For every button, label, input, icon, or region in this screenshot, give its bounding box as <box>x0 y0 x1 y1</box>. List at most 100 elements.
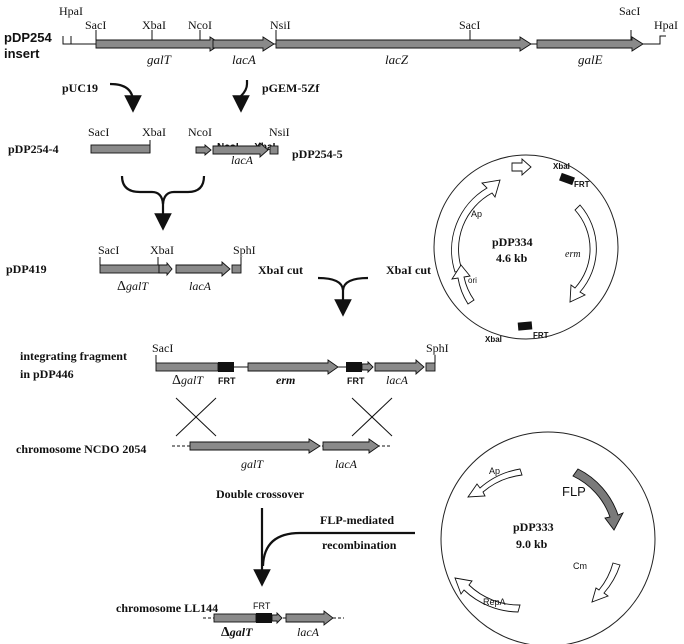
site-hpai-left: HpaI <box>59 4 83 18</box>
pdp254-5-fragment: NcoI NcoI → XbaI NsiI lacA pDP254-5 <box>188 125 343 167</box>
pdp333-flp-label: FLP <box>562 484 586 499</box>
delta-symbol-ll144: Δ <box>221 625 230 640</box>
gene-label-galT-ncdo: galT <box>241 457 264 471</box>
pdp334-frt-box-bottom <box>517 321 533 331</box>
pgem-arrow <box>232 80 250 113</box>
site-saci-3: SacI <box>619 4 640 18</box>
pdp334-circle <box>433 154 619 340</box>
integrating-delta-galT <box>155 362 219 372</box>
pdp254-5-label: pDP254-5 <box>292 147 343 161</box>
pdp334-frt-top: FRT <box>574 180 590 189</box>
insert-label-line2: insert <box>4 46 40 61</box>
gene-label-delta-galT-419: ΔgalT <box>117 279 149 294</box>
pdp334-ori-label: ori <box>468 276 477 285</box>
pdp419-label: pDP419 <box>6 262 47 276</box>
integrating-erm-label: erm <box>276 373 295 387</box>
pdp419-lacA-arrow <box>175 261 231 277</box>
pdp334-xbai-bottom: XbaI <box>485 335 502 344</box>
pdp254-5-small-arrow <box>195 144 212 156</box>
flp-arrow-333 <box>572 468 624 531</box>
ap-arrow-334 <box>451 179 501 273</box>
site-saci-419: SacI <box>98 243 119 257</box>
galT-arrow <box>95 36 222 52</box>
pdp334-xbai-top: XbaI <box>553 162 570 171</box>
ligation-brace <box>120 175 206 205</box>
xbai-cut-right: XbaI cut <box>386 263 431 277</box>
gene-label-lacA-ncdo: lacA <box>335 457 358 471</box>
double-crossover-label: Double crossover <box>216 487 305 501</box>
pdp419-small-arrow <box>158 261 173 277</box>
chromosome-ll144-label: chromosome LL144 <box>116 601 218 615</box>
ll144-lacA-arrow <box>285 610 334 626</box>
integrating-lacA-arrow <box>374 359 425 375</box>
insert-label-line1: pDP254 <box>4 30 52 45</box>
pdp333-plasmid: pDP333 9.0 kb Ap FLP Cm RepA <box>440 431 656 644</box>
integrating-frt-label-2: FRT <box>347 376 365 386</box>
integrating-label-line1: integrating fragment <box>20 349 127 363</box>
integrating-label-line2: in pDP446 <box>20 367 74 381</box>
site-xbai-4: XbaI <box>142 125 166 139</box>
subcloning-step: pUC19 pGEM-5Zf <box>62 80 320 113</box>
pdp254-5-lacA-arrow <box>212 142 269 158</box>
pdp254-5-end-box <box>269 145 279 155</box>
pdp419-delta-galT <box>99 264 160 274</box>
pdp254-insert-map: pDP254 insert HpaI SacI XbaI NcoI NsiI S… <box>4 4 678 67</box>
chromosome-ncdo-lacA <box>322 438 380 454</box>
pgem-label: pGEM-5Zf <box>262 81 320 95</box>
ll144-frt <box>256 613 272 623</box>
pdp333-repA-label: RepA <box>483 597 506 607</box>
chromosome-ll144: chromosome LL144 FRT ΔgalT lacA <box>116 601 344 640</box>
site-hpai-right: HpaI <box>654 18 678 32</box>
pdp334-frt-bottom: FRT <box>533 331 549 340</box>
pdp419-end-box <box>231 264 242 274</box>
gene-label-lacA-1: lacA <box>232 52 256 67</box>
site-ncoi-5: NcoI <box>188 125 212 139</box>
galE-arrow <box>536 36 644 52</box>
pdp254-4-label: pDP254-4 <box>8 142 59 156</box>
site-ncoi-1: NcoI <box>188 18 212 32</box>
lacZ-arrow <box>275 36 532 52</box>
galT-text-ll144: galT <box>229 625 253 639</box>
pdp333-size: 9.0 kb <box>516 537 548 551</box>
gene-label-lacA-5: lacA <box>231 153 254 167</box>
lacA-arrow <box>212 36 275 52</box>
pdp334-name: pDP334 <box>492 235 533 249</box>
gene-label-lacA-419: lacA <box>189 279 212 293</box>
gene-label-delta-galT-ll144: ΔgalT <box>221 625 253 640</box>
site-saci-1: SacI <box>85 18 106 32</box>
pdp334-size: 4.6 kb <box>496 251 528 265</box>
ll144-delta-galT <box>213 613 257 623</box>
galT-text: galT <box>126 279 149 293</box>
pdp334-top-arrow <box>511 157 532 177</box>
crossover-marks <box>175 397 393 437</box>
ori-arrow-334 <box>451 264 475 305</box>
ap-arrow-333 <box>467 468 523 498</box>
gene-label-galE: galE <box>578 52 603 67</box>
site-xbai-419: XbaI <box>150 243 174 257</box>
integrating-end-box <box>425 362 436 372</box>
xbai-cut-left: XbaI cut <box>258 263 303 277</box>
chromosome-ncdo-galT <box>189 438 321 454</box>
integrating-frt-2 <box>346 362 362 372</box>
pdp334-erm-label: erm <box>565 249 581 260</box>
gene-label-galT-1: galT <box>147 52 172 67</box>
pdp419-site-ticks <box>99 257 242 265</box>
puc19-arrow <box>109 82 142 113</box>
integrating-small-arrow <box>361 360 374 374</box>
site-nsii-1: NsiI <box>270 18 291 32</box>
pdp334-ap-label: Ap <box>471 209 482 219</box>
site-saci-int: SacI <box>152 341 173 355</box>
flp-label-line1: FLP-mediated <box>320 513 394 527</box>
gene-label-lacA-int: lacA <box>386 373 409 387</box>
site-nsii-5: NsiI <box>269 125 290 139</box>
pdp254-4-bar <box>90 144 151 154</box>
gene-label-lacZ: lacZ <box>385 52 409 67</box>
galT-text-int: galT <box>181 373 204 387</box>
erm-arrow-334 <box>569 204 597 303</box>
flp-merge-curve <box>261 531 415 567</box>
pdp333-ap-label: Ap <box>489 466 500 476</box>
integrating-fragment: integrating fragment in pDP446 SacI SphI… <box>20 341 449 388</box>
insert-site-ticks <box>95 30 632 40</box>
pdp334-frt-box-top <box>559 172 575 186</box>
